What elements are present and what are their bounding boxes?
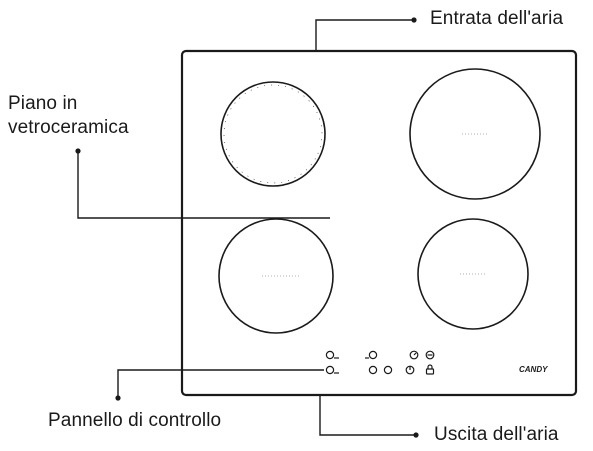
lock-icon bbox=[425, 364, 435, 375]
leader-glass-ceramic bbox=[77, 152, 330, 219]
control-panel bbox=[325, 350, 435, 375]
burner-top-right bbox=[409, 68, 541, 200]
touch-key-icon bbox=[368, 365, 378, 375]
label-glass-ceramic-line2: vetroceramica bbox=[8, 117, 129, 138]
leader-air-outlet bbox=[319, 395, 414, 436]
touch-key-icon bbox=[425, 350, 435, 360]
label-glass-ceramic-line1: Piano in bbox=[8, 93, 78, 114]
timer-icon bbox=[409, 350, 419, 360]
brand-logo: CANDY bbox=[519, 365, 548, 374]
label-air-inlet: Entrata dell'aria bbox=[430, 8, 564, 29]
burner-bottom-right bbox=[417, 218, 529, 330]
leader-control-panel bbox=[117, 369, 324, 398]
label-air-outlet: Uscita dell'aria bbox=[434, 424, 559, 445]
burner-bottom-left bbox=[218, 218, 334, 334]
touch-key-icon bbox=[325, 350, 339, 360]
touch-key-icon bbox=[365, 350, 378, 360]
label-control-panel: Pannello di controllo bbox=[48, 410, 222, 431]
touch-key-icon bbox=[383, 365, 393, 375]
power-icon bbox=[405, 365, 415, 375]
touch-key-icon bbox=[325, 365, 339, 375]
burner-top-left bbox=[220, 81, 326, 187]
cooktop-outline bbox=[180, 49, 578, 397]
leader-lines bbox=[75, 17, 419, 438]
leader-air-inlet bbox=[315, 19, 412, 51]
